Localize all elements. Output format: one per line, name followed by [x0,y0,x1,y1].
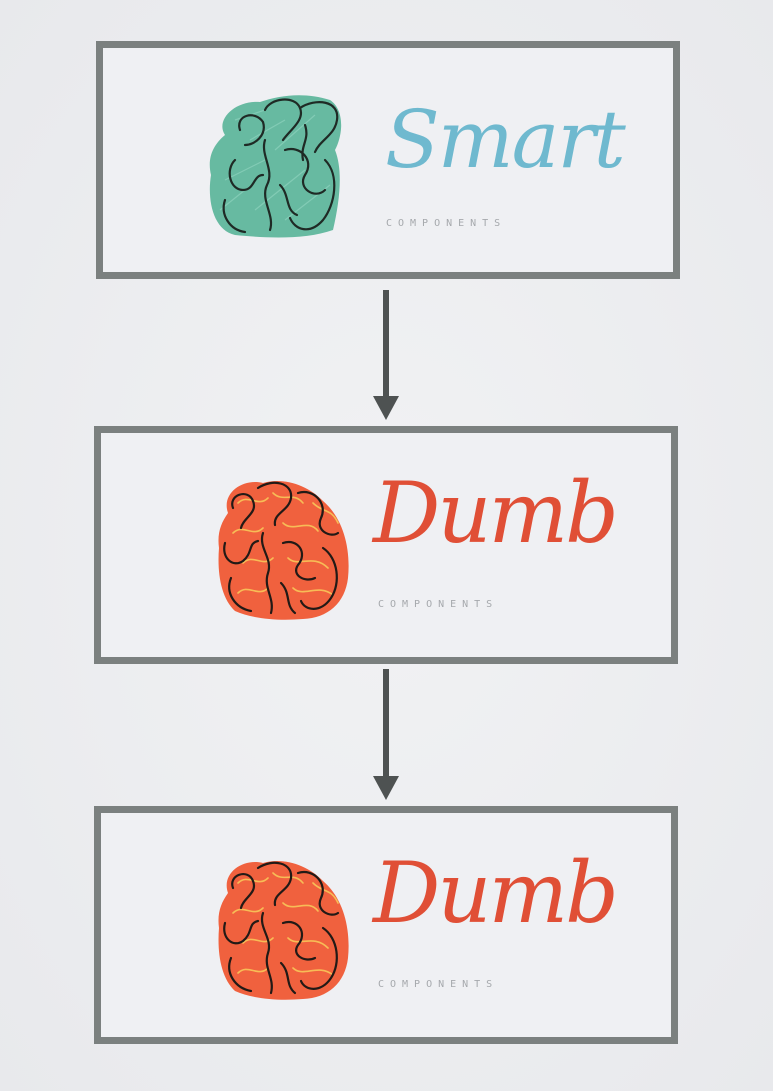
down-arrow [373,290,399,420]
brain-icon [209,95,342,238]
dumb-components-node: Dumb COMPONENTS [94,806,678,1044]
down-arrow [373,669,399,800]
brain-icon [218,481,349,620]
node-title: Smart [385,93,626,186]
node-subtitle: COMPONENTS [378,979,499,990]
smart-components-node: Smart COMPONENTS [96,41,680,279]
node-subtitle: COMPONENTS [386,218,507,229]
dumb-components-node: Dumb COMPONENTS [94,426,678,664]
node-title: Dumb [373,464,619,562]
brain-icon [218,861,349,1000]
node-subtitle: COMPONENTS [378,599,499,610]
node-title: Dumb [373,844,619,942]
